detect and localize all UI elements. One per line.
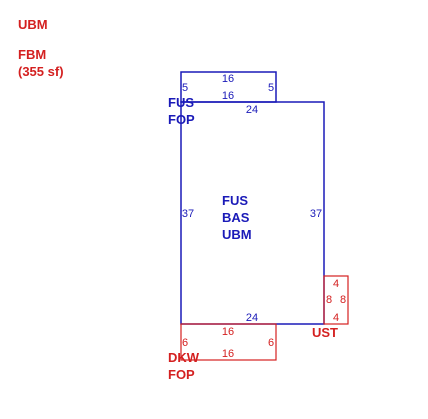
porch-top-dim: 16 xyxy=(222,73,234,85)
deck-right-dim: 6 xyxy=(268,337,274,349)
side-bottom-dim: 4 xyxy=(333,312,339,324)
porch-label-1: FUS xyxy=(168,95,194,110)
side-left-dim: 8 xyxy=(326,294,332,306)
porch-label-2: FOP xyxy=(168,112,195,127)
porch-bottom-dim: 16 xyxy=(222,90,234,102)
main-label-3: UBM xyxy=(222,227,252,242)
porch-right-dim: 5 xyxy=(268,82,274,94)
deck-label-1: DKW xyxy=(168,350,200,365)
main-label-2: BAS xyxy=(222,210,250,225)
main-area-outline xyxy=(180,101,325,325)
deck-top-dim: 16 xyxy=(222,326,234,338)
side-label: UST xyxy=(312,325,338,340)
main-left-dim: 37 xyxy=(182,208,194,220)
side-unit-outline xyxy=(323,275,349,325)
deck-label-2: FOP xyxy=(168,367,195,382)
main-right-dim: 37 xyxy=(310,208,322,220)
main-bottom-dim: 24 xyxy=(246,312,258,324)
legend-area: (355 sf) xyxy=(18,64,64,79)
side-top-dim: 4 xyxy=(333,278,339,290)
legend-fbm: FBM xyxy=(18,47,46,62)
main-top-dim: 24 xyxy=(246,104,258,116)
top-porch-outline xyxy=(180,71,277,103)
porch-left-dim: 5 xyxy=(182,82,188,94)
legend-ubm: UBM xyxy=(18,17,48,32)
bottom-deck-outline xyxy=(180,323,277,361)
side-right-dim: 8 xyxy=(340,294,346,306)
deck-bottom-dim: 16 xyxy=(222,348,234,360)
main-label-1: FUS xyxy=(222,193,248,208)
deck-left-dim: 6 xyxy=(182,337,188,349)
